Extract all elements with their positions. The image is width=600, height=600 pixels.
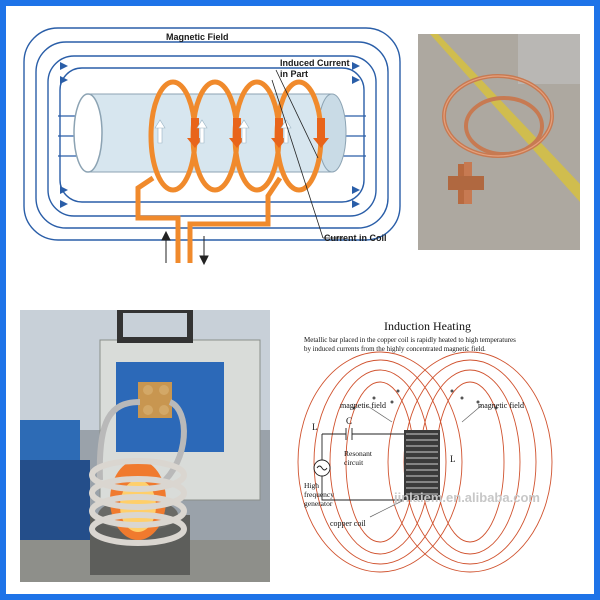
watermark: jinlaiem.en.alibaba.com: [393, 490, 540, 505]
field-loops: [297, 351, 553, 573]
induced-current-label-2: in Part: [280, 69, 308, 79]
current-direction-arrows: [161, 230, 209, 266]
induction-diagram-panel: Magnetic Field Induced Current in Part C…: [18, 18, 410, 268]
magnetic-field-right-label: magnetic field: [478, 401, 524, 410]
magnetic-field-label: Magnetic Field: [166, 32, 229, 42]
field-arrows: [60, 62, 360, 208]
coil-windings: [406, 433, 438, 495]
capacitor-label: C: [346, 416, 352, 426]
resonant-label: Resonant: [344, 449, 373, 458]
magnetic-field-lines: [23, 27, 401, 241]
induction-heater-photo: [20, 310, 270, 582]
induction-diagram: Magnetic Field Induced Current in Part C…: [23, 27, 401, 266]
induction-heating-diagram: Induction Heating Metallic bar placed in…: [297, 319, 553, 573]
leader-lines: [271, 69, 343, 239]
magnetic-field-left-label: magnetic field: [340, 401, 386, 410]
diagram-subtitle-1: Metallic bar placed in the copper coil i…: [304, 336, 516, 344]
copper-coil-photo: [418, 34, 580, 250]
circuit-label: circuit: [344, 458, 364, 467]
frequency-label: frequency: [304, 490, 334, 499]
field-arrow-dots: [352, 389, 498, 410]
induced-current-label-1: Induced Current: [280, 58, 350, 68]
copper-coil-photo-illustration: [418, 34, 580, 250]
high-label: High: [304, 481, 319, 490]
induction-heating-diagram-panel: Induction Heating Metallic bar placed in…: [282, 312, 574, 584]
inductor-label-right: L: [450, 454, 456, 464]
label-leaders: [365, 404, 483, 518]
current-in-coil-label: Current in Coil: [324, 233, 387, 243]
metal-part-cylinder: [73, 93, 347, 173]
resonant-circuit: [313, 428, 404, 501]
induction-heater-illustration: [20, 310, 270, 582]
inductor-label-left: L: [312, 422, 318, 432]
copper-coil-label: copper coil: [330, 519, 367, 528]
generator-label: generator: [304, 499, 333, 508]
diagram-title: Induction Heating: [384, 319, 471, 333]
diagram-subtitle-2: by induced currents from the highly conc…: [304, 345, 486, 353]
